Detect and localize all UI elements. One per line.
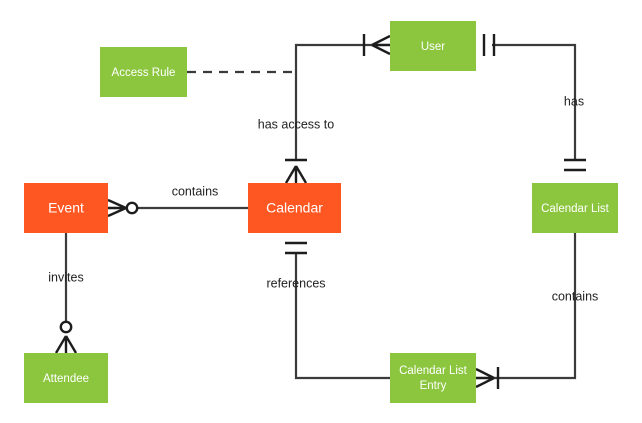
rel-label-references: references <box>266 276 325 290</box>
entity-access-rule[interactable]: Access Rule <box>100 47 187 97</box>
edge-user-has-calendar-list <box>492 43 577 160</box>
rel-label-has: has <box>564 94 584 108</box>
entity-access-rule-label: Access Rule <box>112 67 176 79</box>
rel-label-contains-event-calendar: contains <box>172 184 219 198</box>
marker-exactly-one-calendar-bottom <box>285 241 307 255</box>
marker-zero-or-many-attendee <box>54 320 78 354</box>
marker-zero-or-many-event <box>107 198 139 218</box>
entity-calendar[interactable]: Calendar <box>248 183 341 233</box>
edge-calendar-references-entry <box>294 253 390 380</box>
rel-label-contains-list-entry: contains <box>552 289 599 303</box>
marker-many-and-one-entry-right <box>475 367 500 389</box>
rel-label-invites: invites <box>48 270 83 284</box>
marker-exactly-one-user-right <box>482 34 496 56</box>
entity-user[interactable]: User <box>390 21 476 71</box>
entity-calendar-list-entry-label-line1: Calendar List <box>399 365 468 377</box>
entity-calendar-list-entry[interactable]: Calendar List Entry <box>390 353 476 403</box>
rel-label-has-access-to: has access to <box>258 117 334 131</box>
entity-user-label: User <box>421 41 445 53</box>
entity-attendee[interactable]: Attendee <box>24 353 108 403</box>
entity-attendee-label: Attendee <box>43 373 89 385</box>
entity-event-label: Event <box>48 200 84 216</box>
entity-calendar-label: Calendar <box>266 200 323 216</box>
edge-calendar-list-contains-entry <box>492 233 577 380</box>
entity-calendar-list-entry-label-line2: Entry <box>420 380 447 392</box>
entity-calendar-list-label: Calendar List <box>541 203 610 215</box>
entity-event[interactable]: Event <box>24 183 108 233</box>
entity-calendar-list[interactable]: Calendar List <box>532 183 618 233</box>
marker-exactly-one-calendar-list-top <box>564 158 586 172</box>
edge-calendar-has-access-to-user <box>294 43 374 160</box>
marker-one-or-many-calendar-top <box>284 158 308 184</box>
marker-one-and-many-user-left <box>362 34 391 56</box>
